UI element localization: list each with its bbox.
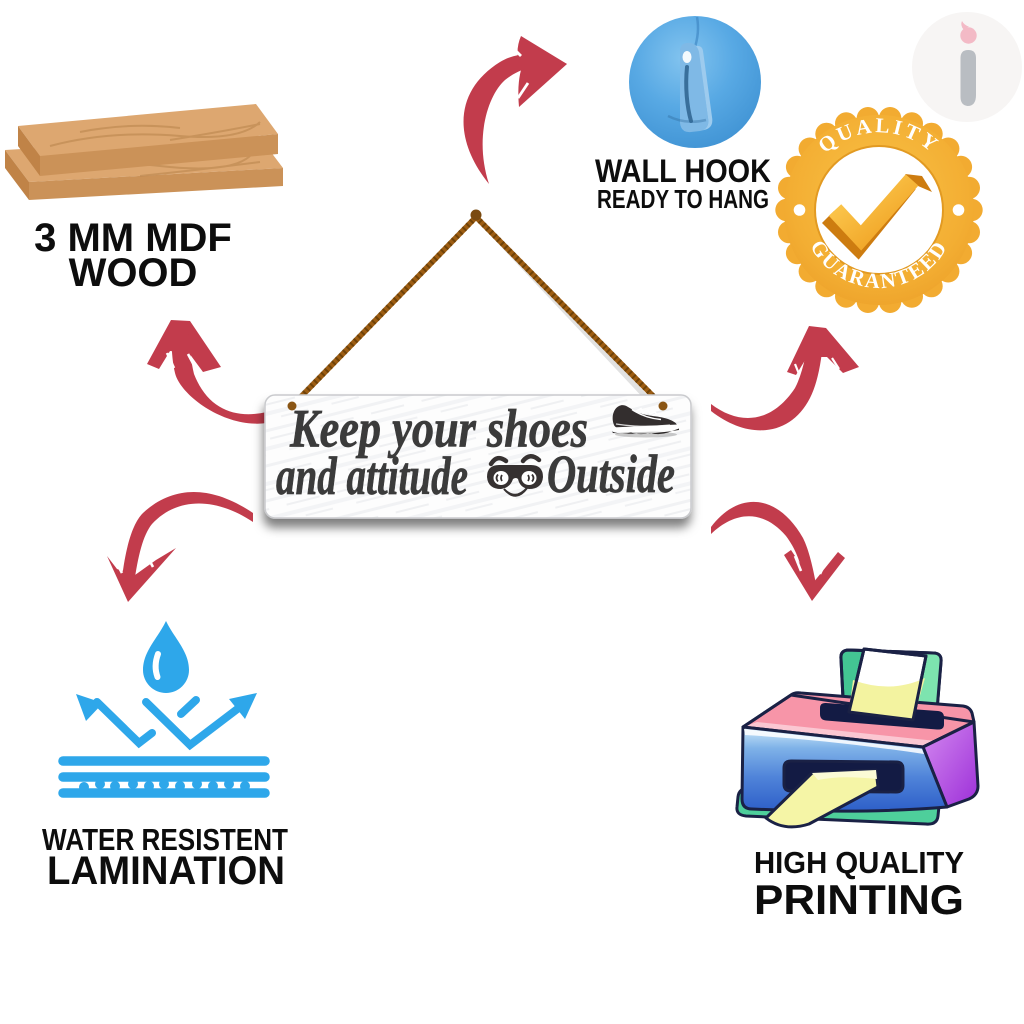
svg-text:READY TO HANG: READY TO HANG	[597, 184, 769, 214]
svg-text:WALL HOOK: WALL HOOK	[595, 153, 771, 189]
svg-text:and attitude: and attitude	[276, 446, 468, 506]
svg-text:WOOD: WOOD	[69, 251, 198, 295]
svg-text:LAMINATION: LAMINATION	[47, 849, 285, 893]
svg-text:3 MM MDF: 3 MM MDF	[34, 216, 232, 260]
svg-text:Keep your shoes: Keep your shoes	[289, 399, 588, 459]
svg-text:HIGH QUALITY: HIGH QUALITY	[754, 845, 964, 880]
svg-text:WATER RESISTENT: WATER RESISTENT	[42, 822, 288, 857]
svg-text:Outside: Outside	[547, 444, 675, 504]
svg-text:PRINTING: PRINTING	[754, 876, 964, 923]
